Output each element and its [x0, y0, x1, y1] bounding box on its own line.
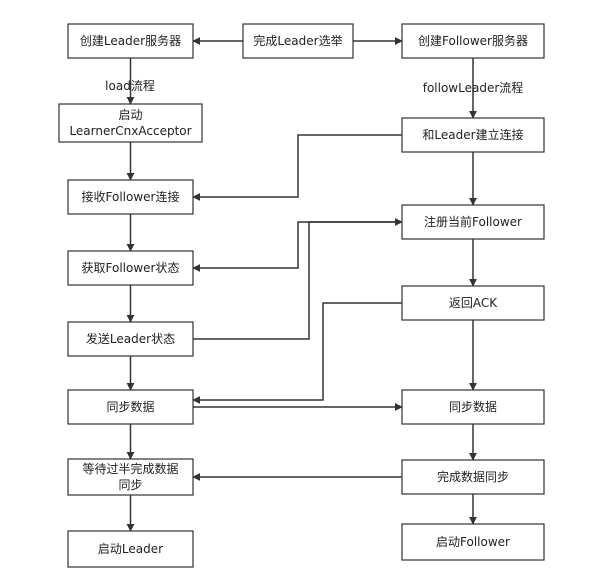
connect-to-leader-node: 和Leader建立连接 — [401, 117, 545, 153]
svg-text:创建Follower服务器: 创建Follower服务器 — [418, 33, 528, 48]
load-flow-label: load流程 — [105, 78, 155, 93]
edges — [126, 37, 477, 532]
return-ack-node: 返回ACK — [401, 285, 545, 321]
accept-follower-connection-node: 接收Follower连接 — [67, 179, 194, 215]
svg-text:启动Leader: 启动Leader — [98, 542, 163, 556]
svg-text:启动Follower: 启动Follower — [436, 535, 510, 549]
svg-text:接收Follower连接: 接收Follower连接 — [82, 189, 180, 204]
follow-leader-flow-label: followLeader流程 — [423, 80, 524, 95]
svg-text:同步: 同步 — [118, 478, 142, 492]
svg-text:返回ACK: 返回ACK — [449, 296, 498, 310]
create-leader-server-node: 创建Leader服务器 — [67, 23, 194, 59]
start-leader-node: 启动Leader — [67, 530, 194, 568]
get-follower-state-node: 获取Follower状态 — [67, 250, 194, 286]
svg-text:同步数据: 同步数据 — [106, 399, 154, 414]
start-learner-cnx-acceptor-node: 启动 LearnerCnxAcceptor — [58, 103, 203, 143]
follower-sync-data-node: 同步数据 — [401, 389, 545, 425]
svg-text:创建Leader服务器: 创建Leader服务器 — [80, 33, 181, 48]
svg-text:等待过半完成数据: 等待过半完成数据 — [82, 461, 178, 476]
complete-data-sync-node: 完成数据同步 — [401, 459, 545, 495]
svg-text:和Leader建立连接: 和Leader建立连接 — [422, 127, 523, 142]
complete-leader-election-node: 完成Leader选举 — [242, 23, 354, 59]
edge-connect-to-accept — [192, 134, 402, 201]
edge-register-to-getstate — [192, 221, 402, 272]
svg-text:完成Leader选举: 完成Leader选举 — [253, 33, 342, 48]
start-follower-node: 启动Follower — [401, 523, 545, 561]
leader-sync-data-node: 同步数据 — [67, 389, 194, 425]
send-leader-state-node: 发送Leader状态 — [67, 321, 194, 357]
svg-text:获取Follower状态: 获取Follower状态 — [82, 261, 180, 275]
svg-text:发送Leader状态: 发送Leader状态 — [86, 331, 175, 346]
svg-text:LearnerCnxAcceptor: LearnerCnxAcceptor — [69, 124, 191, 138]
svg-text:注册当前Follower: 注册当前Follower — [424, 214, 522, 229]
wait-half-sync-node: 等待过半完成数据 同步 — [67, 458, 194, 496]
svg-text:启动: 启动 — [118, 108, 142, 122]
svg-text:完成数据同步: 完成数据同步 — [437, 469, 509, 484]
create-follower-server-node: 创建Follower服务器 — [401, 23, 545, 59]
register-current-follower-node: 注册当前Follower — [401, 204, 545, 240]
svg-text:同步数据: 同步数据 — [449, 399, 497, 414]
edge-ack-to-sync — [192, 302, 402, 404]
